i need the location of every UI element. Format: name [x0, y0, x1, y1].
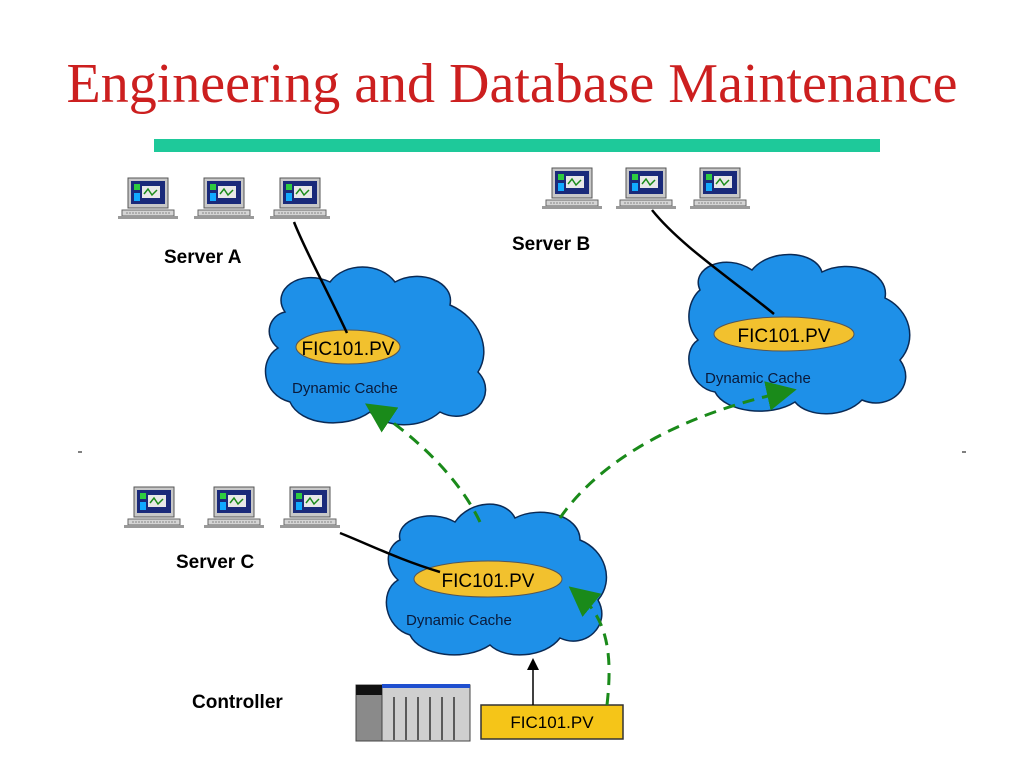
pv-tag-c	[413, 560, 563, 598]
plc-rack-icon	[355, 684, 471, 742]
page-title: Engineering and Database Maintenance	[66, 53, 958, 115]
cache-c-caption: Dynamic Cache	[406, 612, 512, 629]
pv-tag-a	[295, 329, 401, 365]
pv-tag-c-label: FIC101.PV	[442, 571, 535, 592]
workstation-icon	[117, 177, 179, 220]
controller-pv-label: FIC101.PV	[510, 713, 594, 732]
controller-pv-box	[480, 704, 624, 740]
server-a-label: Server A	[164, 247, 242, 268]
link-server-b-cache	[651, 209, 775, 315]
workstation-icon	[203, 486, 265, 529]
pv-tag-b	[713, 316, 855, 352]
cache-a-caption: Dynamic Cache	[292, 380, 398, 397]
workstation-icon	[269, 177, 331, 220]
pv-tag-a-label: FIC101.PV	[302, 339, 395, 360]
server-c-workstations	[123, 486, 341, 529]
workstation-icon	[541, 167, 603, 210]
flow-cache-c-to-cache-a	[365, 403, 482, 523]
server-c-label: Server C	[176, 552, 254, 573]
server-b-workstations	[541, 167, 751, 210]
link-server-c-cache	[339, 531, 441, 574]
workstation-icon	[689, 167, 751, 210]
flow-cache-c-to-cache-b	[558, 381, 797, 519]
server-a-workstations	[117, 177, 331, 220]
flow-controller-to-cache-c	[568, 586, 611, 706]
workstation-icon	[193, 177, 255, 220]
cache-b-caption: Dynamic Cache	[705, 370, 811, 387]
workstation-icon	[123, 486, 185, 529]
title-underline	[154, 139, 880, 152]
workstation-icon	[615, 167, 677, 210]
pv-tag-b-label: FIC101.PV	[738, 326, 831, 347]
server-b-label: Server B	[512, 234, 590, 255]
link-server-a-cache	[292, 221, 349, 334]
controller-label: Controller	[192, 692, 283, 713]
workstation-icon	[279, 486, 341, 529]
